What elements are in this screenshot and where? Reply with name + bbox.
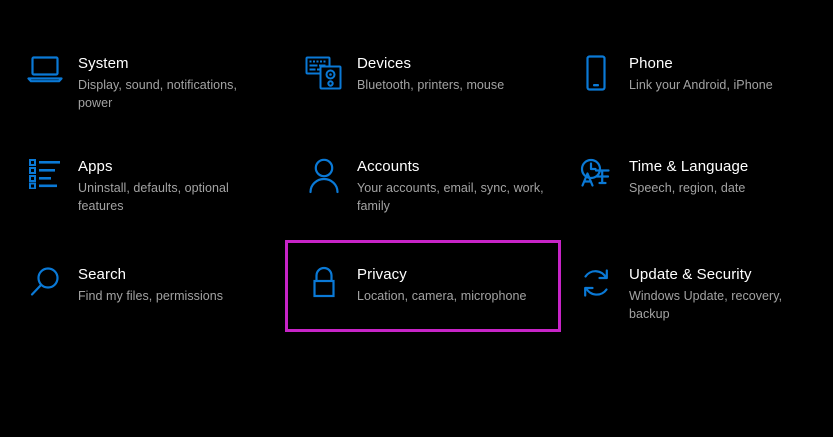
settings-tile-privacy[interactable]: Privacy Location, camera, microphone bbox=[301, 263, 551, 309]
tile-text: Devices Bluetooth, printers, mouse bbox=[357, 52, 551, 94]
tile-subtitle: Display, sound, notifications, power bbox=[78, 78, 237, 110]
tile-title: Search bbox=[78, 266, 127, 283]
tile-title: Apps bbox=[78, 158, 113, 175]
phone-icon bbox=[573, 52, 619, 98]
settings-tile-phone[interactable]: Phone Link your Android, iPhone bbox=[573, 52, 823, 98]
tile-subtitle: Link your Android, iPhone bbox=[629, 78, 773, 92]
tile-text: System Display, sound, notifications, po… bbox=[78, 52, 272, 112]
settings-tile-search[interactable]: Search Find my files, permissions bbox=[22, 263, 272, 309]
tile-subtitle: Bluetooth, printers, mouse bbox=[357, 78, 505, 92]
tile-title: Accounts bbox=[357, 158, 420, 175]
tile-text: Search Find my files, permissions bbox=[78, 263, 272, 305]
refresh-circle-icon bbox=[573, 263, 619, 309]
settings-tile-time-language[interactable]: Time & Language Speech, region, date bbox=[573, 155, 823, 201]
keyboard-mouse-icon bbox=[301, 52, 347, 98]
settings-tile-apps[interactable]: Apps Uninstall, defaults, optional featu… bbox=[22, 155, 272, 215]
tile-title: Phone bbox=[629, 55, 673, 72]
tile-text: Apps Uninstall, defaults, optional featu… bbox=[78, 155, 272, 215]
tile-text: Accounts Your accounts, email, sync, wor… bbox=[357, 155, 551, 215]
person-icon bbox=[301, 155, 347, 201]
tile-subtitle: Windows Update, recovery, backup bbox=[629, 289, 783, 321]
tile-title: Privacy bbox=[357, 266, 407, 283]
settings-tile-accounts[interactable]: Accounts Your accounts, email, sync, wor… bbox=[301, 155, 551, 215]
lock-icon bbox=[301, 263, 347, 309]
clock-language-icon bbox=[573, 155, 619, 201]
laptop-icon bbox=[22, 52, 68, 98]
tile-text: Phone Link your Android, iPhone bbox=[629, 52, 823, 94]
tile-title: Update & Security bbox=[629, 266, 752, 283]
magnifier-icon bbox=[22, 263, 68, 309]
tile-text: Privacy Location, camera, microphone bbox=[357, 263, 551, 305]
settings-tile-update-security[interactable]: Update & Security Windows Update, recove… bbox=[573, 263, 823, 323]
tile-subtitle: Your accounts, email, sync, work, family bbox=[357, 181, 544, 213]
tile-text: Time & Language Speech, region, date bbox=[629, 155, 823, 197]
tile-subtitle: Speech, region, date bbox=[629, 181, 746, 195]
tile-subtitle: Find my files, permissions bbox=[78, 289, 224, 303]
tile-title: Devices bbox=[357, 55, 412, 72]
settings-tile-devices[interactable]: Devices Bluetooth, printers, mouse bbox=[301, 52, 551, 98]
tile-subtitle: Uninstall, defaults, optional features bbox=[78, 181, 229, 213]
settings-tile-system[interactable]: System Display, sound, notifications, po… bbox=[22, 52, 272, 112]
list-icon bbox=[22, 155, 68, 201]
tile-subtitle: Location, camera, microphone bbox=[357, 289, 527, 303]
tile-title: Time & Language bbox=[629, 158, 749, 175]
tile-title: System bbox=[78, 55, 129, 72]
tile-text: Update & Security Windows Update, recove… bbox=[629, 263, 823, 323]
